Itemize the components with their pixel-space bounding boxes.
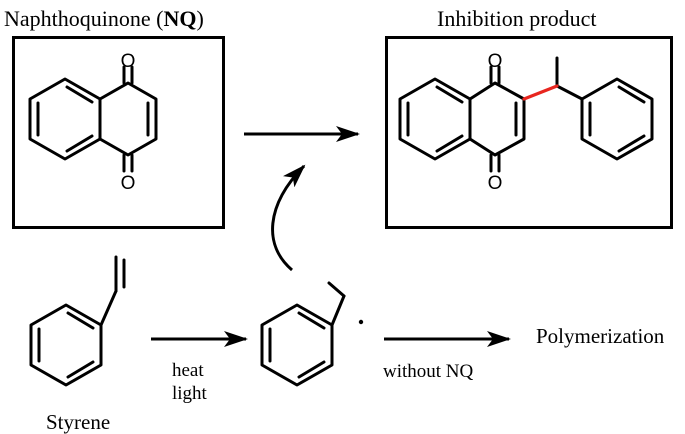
heat-label: heat bbox=[172, 360, 204, 381]
nq-abbreviation: NQ bbox=[163, 6, 197, 31]
polymerization-label: Polymerization bbox=[536, 324, 665, 348]
product-oxygen-atom-bottom: O bbox=[488, 173, 503, 194]
radical-dot bbox=[358, 319, 364, 325]
oxygen-atom-top: O bbox=[121, 51, 136, 72]
naphthoquinone-frame bbox=[12, 36, 225, 229]
product-oxygen-atom-top: O bbox=[488, 51, 503, 72]
without-nq-label: without NQ bbox=[383, 361, 474, 382]
styrene-label: Styrene bbox=[46, 410, 111, 434]
light-label: light bbox=[172, 383, 207, 404]
radical-attack-curved-arrow bbox=[271, 164, 306, 272]
naphthoquinone-title: Naphthoquinone (NQ) bbox=[4, 8, 204, 30]
naphthoquinone-structure bbox=[28, 65, 158, 173]
nq-title-prefix: Naphthoquinone ( bbox=[4, 6, 164, 31]
oxygen-atom-bottom: O bbox=[121, 173, 136, 194]
styrene-structure bbox=[29, 255, 126, 387]
inhibition-product-structure bbox=[398, 56, 654, 173]
styrene-radical-structure bbox=[260, 281, 346, 387]
nq-title-suffix: ) bbox=[196, 6, 204, 31]
new-carbon-carbon-bond bbox=[522, 84, 559, 101]
inhibition-product-frame bbox=[385, 36, 673, 229]
inhibition-product-title: Inhibition product bbox=[437, 6, 597, 31]
